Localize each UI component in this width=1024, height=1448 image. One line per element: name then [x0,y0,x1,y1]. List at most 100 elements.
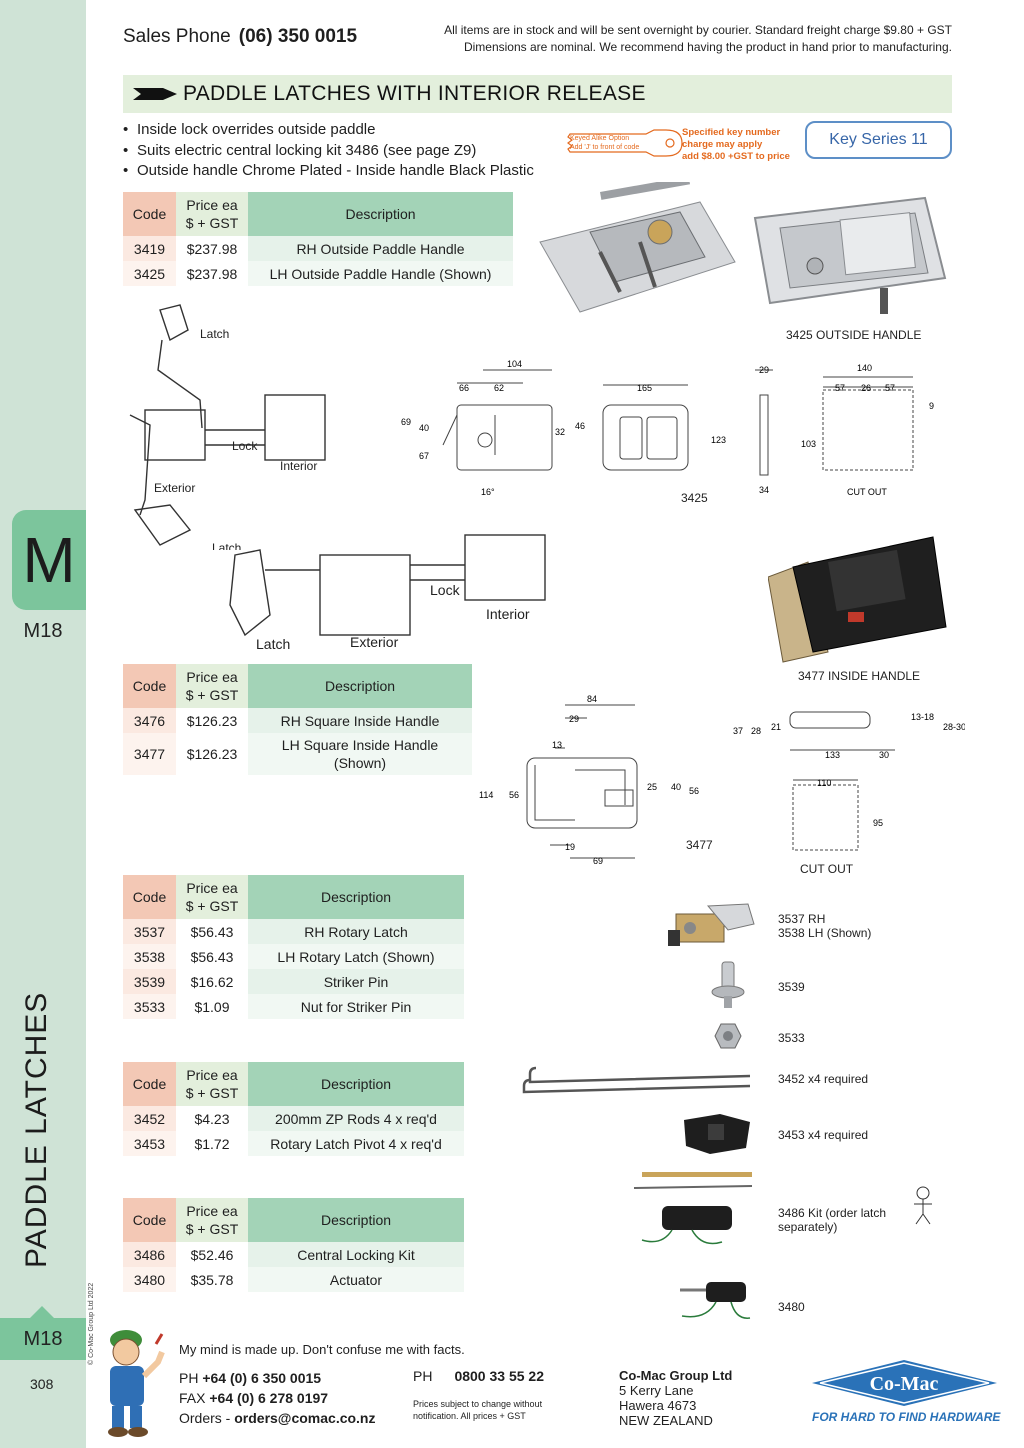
cell-price: $4.23 [176,1106,248,1131]
cell-desc: Actuator [248,1267,464,1292]
product-table-rods: Code Price ea$ + GST Description 3452$4.… [123,1062,464,1156]
footer-address: Co-Mac Group Ltd 5 Kerry Lane Hawera 467… [619,1368,732,1428]
cell-desc: Central Locking Kit [248,1242,464,1267]
kit-caption-line-2: separately) [778,1220,838,1234]
cell-desc-line-2: (Shown) [333,755,387,771]
price-note-line-1: Prices subject to change without [413,1399,543,1409]
rotary-latch-photo [668,903,755,946]
keyed-alike-note: Keyed Alike Option Add 'J' to front of c… [570,134,639,152]
col-price-line-1: Price ea [186,669,238,685]
cell-code: 3476 [123,708,176,733]
dim-label: 32 [555,427,565,437]
dim-label: 40 [419,423,429,433]
address-line-2: Hawera 4673 [619,1398,697,1413]
inside-handle-caption: 3477 INSIDE HANDLE [798,669,921,683]
schematic-label: Exterior [350,634,399,650]
col-price: Price ea$ + GST [176,664,248,708]
dim-label: 21 [771,722,781,732]
dim-label: 104 [507,359,522,369]
fax-label: FAX [179,1390,206,1406]
cell-desc: RH Outside Paddle Handle [248,236,513,261]
sales-phone-number[interactable]: (06) 350 0015 [238,26,358,47]
page-number: 308 [30,1376,54,1392]
cell-price: $52.46 [176,1242,248,1267]
rotary-latch-caption: 3537 RH 3538 LH (Shown) [778,912,871,940]
dim-label: 69 [593,856,603,866]
cell-desc: RH Square Inside Handle [248,708,472,733]
col-code: Code [123,875,176,919]
footer-fax: FAX +64 (0) 6 278 0197 [179,1388,376,1408]
col-price: Price ea$ + GST [176,192,248,236]
section-tab: M [12,510,86,610]
cartoon-figure-icon [914,1186,932,1225]
col-price-line-1: Price ea [186,197,238,213]
col-price-line-1: Price ea [186,1203,238,1219]
dim-label: 95 [873,818,883,828]
address-line-1: 5 Kerry Lane [619,1383,694,1398]
cut-out-label: CUT OUT [847,487,887,497]
cell-price: $1.09 [176,994,248,1019]
schematic-label: Exterior [154,481,195,495]
cell-desc: LH Rotary Latch (Shown) [248,944,464,969]
rods-photo [522,1066,751,1094]
product-table-outside: Code Price ea$ + GST Description 3419$23… [123,192,513,286]
schematic-label: Lock [232,439,258,453]
dim-label: 57 [835,383,845,393]
arrow-icon [133,88,177,100]
phone-value[interactable]: +64 (0) 6 350 0015 [202,1370,322,1386]
footer-orders: Orders - orders@comac.co.nz [179,1408,376,1428]
orders-email-link[interactable]: orders@comac.co.nz [234,1410,376,1426]
cell-desc: LH Outside Paddle Handle (Shown) [248,261,513,286]
phone-label: PH [179,1370,199,1386]
dim-label: 37 [733,726,743,736]
dim-label: 13-18 [911,712,934,722]
key-number-note: Specified key number charge may apply ad… [682,127,790,163]
cell-desc-line-1: LH Square Inside Handle [281,737,439,753]
page-code-top: M18 [23,620,63,642]
cell-desc: Rotary Latch Pivot 4 x req'd [248,1131,464,1156]
sales-phone: Sales Phone(06) 350 0015 [123,26,357,48]
dim-label: 56 [689,786,699,796]
keyed-alike-line-1: Keyed Alike Option [570,135,630,142]
cell-code: 3477 [123,733,176,775]
dim-label: 56 [509,790,519,800]
striker-pin-photo [711,961,745,1008]
cell-price: $237.98 [176,236,248,261]
key-outline-icon [567,129,683,157]
comac-logo[interactable]: Co-Mac [812,1360,997,1406]
dim-label: 28 [751,726,761,736]
schematic-label: Lock [430,582,461,598]
rotary-lh-label: 3538 LH (Shown) [778,926,872,940]
cell-price: $237.98 [176,261,248,286]
col-price: Price ea$ + GST [176,875,248,919]
dim-label: 29 [569,714,579,724]
cell-price: $56.43 [176,944,248,969]
dimension-drawing-3425: 104 66 62 69 40 67 32 46 16° 165 123 29 … [401,359,934,497]
dim-label: 19 [565,842,575,852]
feature-item: Outside handle Chrome Plated - Inside ha… [123,161,534,182]
striker-pin-caption: 3539 [778,980,805,994]
freephone-value[interactable]: 0800 33 55 22 [454,1368,544,1384]
schematic-label: Latch [212,541,241,550]
schematic-label: Interior [280,459,317,473]
fax-value: +64 (0) 6 278 0197 [209,1390,329,1406]
outside-handle-front-photo [753,196,947,314]
feature-item: Inside lock overrides outside paddle [123,120,534,141]
cut-out-label: CUT OUT [800,862,854,876]
dim-label: 140 [857,363,872,373]
kit-caption-line-1: 3486 Kit (order latch [778,1206,887,1220]
product-table-locking: Code Price ea$ + GST Description 3486$52… [123,1198,464,1292]
col-description: Description [248,192,513,236]
